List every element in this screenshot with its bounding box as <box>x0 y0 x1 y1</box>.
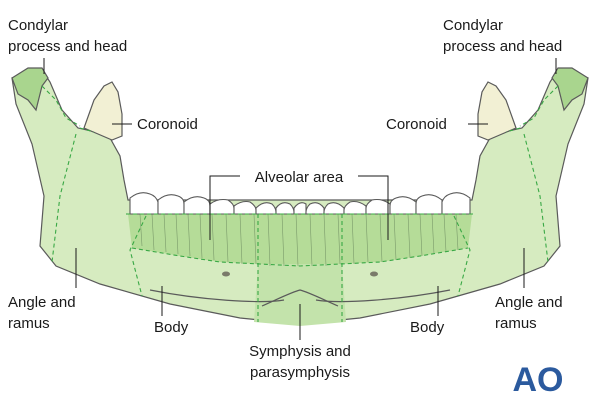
tooth <box>389 196 417 215</box>
label-body-right: Body <box>410 319 445 336</box>
label-angle-left-line2: ramus <box>8 315 50 332</box>
ao-logo: AO <box>513 361 564 399</box>
label-angle-right-line1: Angle and <box>495 294 563 311</box>
label-alveolar-area: Alveolar area <box>255 169 344 186</box>
mental-ridge <box>261 289 339 307</box>
coronoid-right-region <box>477 81 517 141</box>
label-symphysis-line1: Symphysis and <box>249 343 351 360</box>
tooth <box>305 202 325 215</box>
region-boundaries <box>41 85 559 322</box>
tooth <box>365 198 391 215</box>
tooth <box>293 202 307 215</box>
tooth <box>441 192 471 215</box>
tooth <box>183 196 211 215</box>
lower-border-ridge <box>149 289 451 303</box>
label-angle-left-line1: Angle and <box>8 294 76 311</box>
alveolar-region <box>128 214 472 266</box>
label-coronoid-left: Coronoid <box>137 116 198 133</box>
tooth <box>157 194 185 215</box>
symphysis-region <box>254 264 346 326</box>
label-angle-right-line2: ramus <box>495 315 537 332</box>
label-condylar-right-line1: Condylar <box>443 17 503 34</box>
mental-foramen-right <box>370 271 378 277</box>
tooth <box>323 202 345 215</box>
mental-foramen-left <box>222 271 230 277</box>
coronoid-left-region <box>83 81 123 141</box>
tooth <box>233 200 257 215</box>
mandible <box>11 67 589 326</box>
tooth <box>343 200 367 215</box>
label-condylar-left-line1: Condylar <box>8 17 68 34</box>
tooth <box>209 198 235 215</box>
labels: Condylar process and head Condylar proce… <box>0 12 600 381</box>
label-condylar-right-line2: process and head <box>443 38 562 55</box>
leader-lines <box>43 58 557 340</box>
teeth <box>129 192 471 215</box>
label-body-left: Body <box>154 319 189 336</box>
label-coronoid-right: Coronoid <box>386 116 447 133</box>
label-symphysis-line2: parasymphysis <box>250 364 350 381</box>
tooth <box>129 192 159 215</box>
label-condylar-left-line2: process and head <box>8 38 127 55</box>
tooth <box>415 194 443 215</box>
tooth-roots <box>139 213 459 267</box>
